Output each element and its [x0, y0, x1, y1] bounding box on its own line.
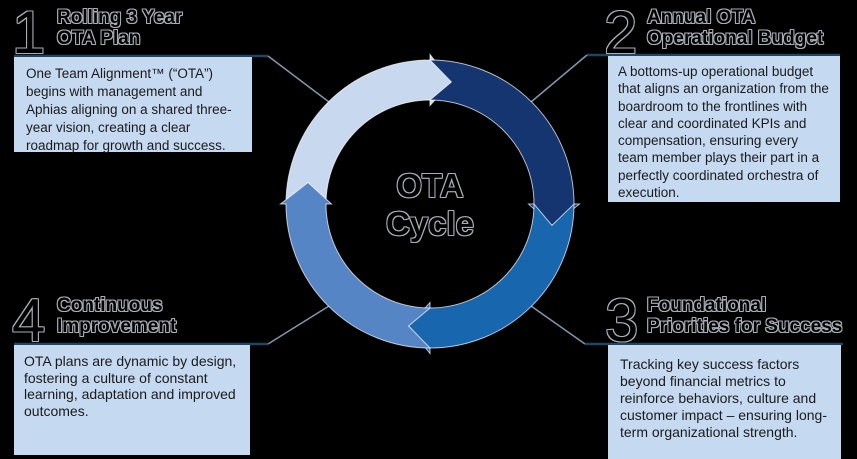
ring-segment-improvement — [279, 181, 432, 349]
callout-3-connector-line — [530, 305, 586, 345]
callout-4-body: OTA plans are dynamic by design, fosteri… — [24, 353, 237, 419]
cycle-title-line1: OTA — [396, 167, 464, 204]
callout-2-connector-line — [530, 54, 588, 103]
callout-3-body: Tracking key success factors beyond fina… — [620, 356, 827, 440]
callout-3-box: Tracking key success factors beyond fina… — [608, 345, 841, 459]
callout-1-box: One Team Alignment™ (“OTA”) begins with … — [14, 57, 252, 153]
callout-4-title: Continuous Improvement — [57, 295, 177, 337]
callout-4-number: 4 — [12, 287, 46, 354]
callout-2-title: Annual OTA Operational Budget — [647, 7, 824, 49]
callout-2-body: A bottoms-up operational budget that ali… — [618, 64, 829, 201]
callout-3-number: 3 — [605, 287, 639, 354]
cycle-title-line2: Cycle — [385, 205, 475, 242]
callout-4-box: OTA plans are dynamic by design, fosteri… — [14, 345, 250, 455]
callout-1-title: Rolling 3 Year OTA Plan — [57, 7, 183, 49]
callout-2-box: A bottoms-up operational budget that ali… — [608, 56, 840, 202]
callout-4-connector-line — [267, 305, 330, 345]
callout-1-body: One Team Alignment™ (“OTA”) begins with … — [26, 66, 232, 153]
callout-2-number: 2 — [604, 0, 638, 66]
cycle-center-label: OTA Cycle — [330, 160, 530, 250]
callout-1-number: 1 — [12, 0, 46, 66]
callout-1-connector-line — [267, 55, 330, 103]
callout-3-title: Foundational Priorities for Success — [647, 295, 843, 337]
